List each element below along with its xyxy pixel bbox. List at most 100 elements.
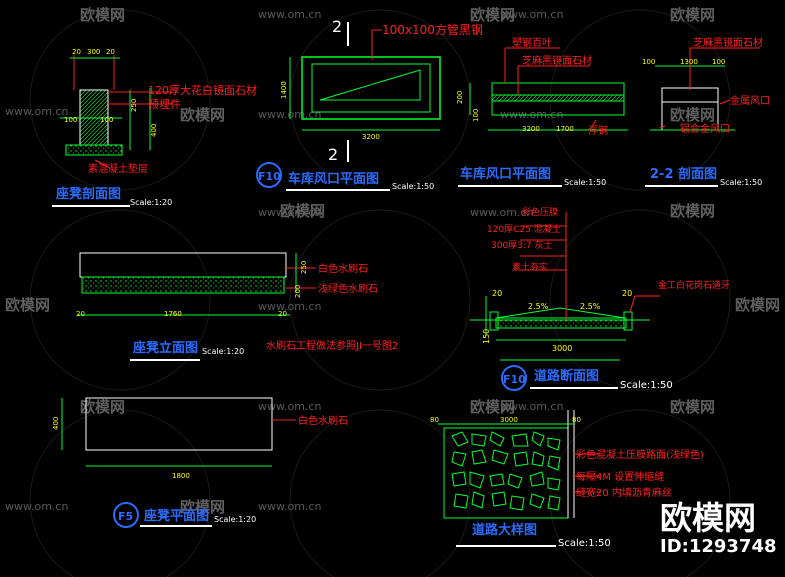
view-title: 2-2 剖面图: [650, 166, 717, 182]
view-badge: F5: [118, 510, 133, 523]
view-title: 座凳平面图: [143, 508, 209, 524]
view-title: 道路断面图: [534, 368, 599, 384]
scale-label: Scale:1:20: [202, 347, 244, 356]
note-label: 水刷石工程做法参照JI一号图2: [266, 339, 398, 352]
note-label: 素混凝土垫层: [88, 162, 148, 175]
bench-elevation-view: 白色水刷石 浅绿色水刷石 水刷石工程做法参照JI一号图2 250 200 20 …: [76, 252, 398, 361]
dim-label: 20: [106, 48, 115, 56]
note-label: 铝合金风口: [680, 122, 730, 135]
dim-label: 3200: [362, 133, 380, 141]
watermark-texts: www.om.cn www.om.cn www.om.cn www.om.cn …: [5, 8, 563, 513]
bench-section-view: 20 300 20 100 250 400 100 120厚大花白镜面石材 预埋…: [52, 48, 257, 207]
watermark-site: www.om.cn: [258, 500, 321, 513]
dim-label: 80: [430, 416, 439, 424]
note-label: 芝麻黑镜面石材: [693, 36, 763, 49]
dim-label: 250: [130, 99, 138, 112]
watermark-site: www.om.cn: [258, 206, 321, 219]
dim-label: 1700: [556, 125, 574, 133]
note-label: 300厚3:7 灰土: [491, 239, 553, 251]
note-label: 金属风口: [730, 94, 770, 107]
scale-label: Scale:1:20: [214, 515, 256, 524]
dim-label: 2.5%: [528, 302, 549, 311]
dim-label: 2.5%: [580, 302, 601, 311]
note-label: 浅绿色水刷石: [318, 282, 378, 295]
dim-label: 150: [482, 329, 491, 344]
note-label: 浮钢: [588, 124, 608, 137]
note-label: 素土夯实: [512, 261, 548, 273]
watermark-brand: 欧模网: [470, 398, 515, 416]
dim-label: 20: [72, 48, 81, 56]
view-badge: F10: [503, 373, 526, 386]
dim-label: 100: [100, 116, 113, 124]
view-title: 车库风口平面图: [288, 171, 379, 187]
watermark-brand: 欧模网: [670, 106, 715, 124]
dim-label: 3000: [552, 344, 572, 353]
brand-logo-text: 欧模网: [660, 499, 756, 537]
section-mark: 2: [332, 17, 342, 36]
watermark-brand: 欧模网: [280, 202, 325, 220]
watermark-site: www.om.cn: [500, 8, 563, 21]
view-title: 座凳剖面图: [55, 186, 121, 202]
scale-label: Scale:1:50: [392, 182, 434, 191]
scale-label: Scale:1:20: [130, 198, 172, 207]
scale-label: Scale:1:50: [558, 538, 611, 549]
watermark-site: www.om.cn: [500, 400, 563, 413]
dim-label: 200: [294, 285, 302, 298]
vent-plan-view: 2 2 100x100方管黑钢 1400 3200 F10 车库风口平面图 Sc…: [256, 17, 483, 191]
section-mark: 2: [328, 145, 338, 164]
road-plan-view: 彩色混凝土压膜路面(浅绿色) 每隔4M 设置伸缩缝 缝宽20 内填沥青麻丝 80…: [430, 410, 704, 549]
view-title: 车库风口平面图: [460, 166, 551, 182]
dim-label: 3200: [522, 125, 540, 133]
dim-label: 3000: [500, 416, 518, 424]
dim-label: 1400: [280, 81, 288, 99]
dim-label: 200: [456, 91, 464, 104]
dim-label: 20: [278, 310, 287, 318]
note-label: 120厚大花白镜面石材: [148, 83, 257, 97]
watermark-brands: 欧模网 欧模网 欧模网 欧模网 欧模网 欧模网 欧模网 欧模网 欧模网 欧模网 …: [5, 6, 780, 516]
vent-section-view: 芝麻黑镜面石材 金属风口 铝合金风口 100 1300 100 2-2 剖面图 …: [642, 36, 770, 187]
watermark-site: www.om.cn: [470, 206, 533, 219]
dim-label: 1800: [172, 472, 190, 480]
note-label: 白色水刷石: [298, 414, 348, 427]
note-label: 120厚C25 混凝土: [487, 223, 561, 235]
watermark-brand: 欧模网: [80, 398, 125, 416]
dim-label: 250: [300, 261, 308, 274]
note-label: 缝宽20 内填沥青麻丝: [576, 486, 672, 499]
view-badge: F10: [258, 170, 281, 183]
dim-label: 1300: [680, 58, 698, 66]
note-label: 金工白花岗石道牙: [658, 279, 730, 291]
brand-overlay: 欧模网 ID:1293748: [660, 499, 777, 557]
dim-label: 100: [712, 58, 725, 66]
watermark-brand: 欧模网: [670, 202, 715, 220]
watermark-site: www.om.cn: [5, 500, 68, 513]
dim-label: 20: [76, 310, 85, 318]
watermark-brand: 欧模网: [735, 296, 780, 314]
bench-plan-view: 白色水刷石 400 1800 F5 座凳平面图 Scale:1:20: [52, 397, 348, 528]
dim-label: 80: [572, 416, 581, 424]
scale-label: Scale:1:50: [620, 380, 673, 391]
dim-label: 100: [642, 58, 655, 66]
note-label: 白色水刷石: [318, 262, 368, 275]
watermark-brand: 欧模网: [180, 106, 225, 124]
note-label: 芝麻黑镜面石材: [522, 54, 592, 67]
note-label: 塑钢百叶: [512, 36, 552, 49]
dim-label: 100: [472, 109, 480, 122]
vent-elevation-view: 塑钢百叶 芝麻黑镜面石材 浮钢 200 100 3200 1700 车库风口平面…: [456, 36, 628, 187]
scale-label: Scale:1:50: [564, 178, 606, 187]
watermark-site: www.om.cn: [258, 300, 321, 313]
note-label: 彩色混凝土压膜路面(浅绿色): [576, 448, 704, 461]
note-label: 100x100方管黑钢: [382, 22, 483, 37]
watermark-brand: 欧模网: [670, 398, 715, 416]
note-label: 预埋件: [148, 98, 181, 111]
brand-id: ID:1293748: [660, 536, 777, 557]
watermark-brand: 欧模网: [80, 6, 125, 24]
view-title: 座凳立面图: [132, 340, 198, 356]
view-title: 道路大样图: [472, 522, 537, 538]
watermark-site: www.om.cn: [258, 400, 321, 413]
dim-label: 100: [64, 116, 77, 124]
note-label: 每隔4M 设置伸缩缝: [576, 470, 664, 483]
watermark-circles: [29, 9, 731, 577]
dim-label: 20: [622, 289, 632, 298]
